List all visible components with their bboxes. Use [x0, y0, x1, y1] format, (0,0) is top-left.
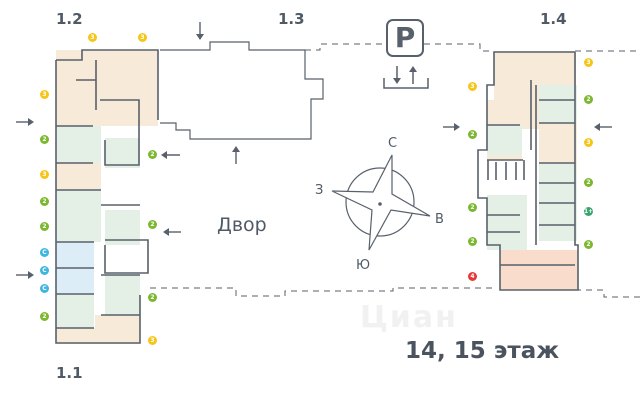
apartment-badge[interactable]: 2	[468, 130, 477, 139]
section-label-1-3: 1.3	[278, 10, 305, 28]
apartment-badge[interactable]: 2	[148, 293, 157, 302]
entrance-arrows	[16, 22, 612, 279]
building-1-3-outline	[160, 41, 324, 140]
site-boundary	[150, 43, 640, 298]
arrow-right-icon	[16, 271, 34, 279]
apartment-badge[interactable]: 2	[148, 150, 157, 159]
apartment-badge[interactable]: 3	[138, 33, 147, 42]
apartment-badge[interactable]: 3	[40, 170, 49, 179]
arrow-right-icon	[16, 118, 34, 126]
yard-label: Двор	[217, 214, 267, 236]
apartment-badge[interactable]: 3	[40, 90, 49, 99]
apartment-badge[interactable]: C	[40, 266, 49, 275]
apartment-badge[interactable]: C	[40, 284, 49, 293]
apartment-badge[interactable]: C	[40, 248, 49, 257]
arrow-right-icon	[443, 123, 460, 131]
compass-icon	[331, 154, 431, 251]
apartment-badge[interactable]: 3	[468, 82, 477, 91]
apartment-badge[interactable]: 2	[584, 178, 593, 187]
apartment-badge[interactable]: 2	[40, 135, 49, 144]
apartment-badge[interactable]: 2	[40, 197, 49, 206]
apartment-badge[interactable]: 3	[584, 58, 593, 67]
compass-south-label: Ю	[356, 258, 371, 273]
parking-access-icon	[383, 66, 429, 89]
building-1-1-1-2	[55, 49, 159, 344]
apartment-badge[interactable]: 3	[584, 138, 593, 147]
section-label-1-2: 1.2	[56, 10, 83, 28]
watermark: Циан	[360, 300, 458, 335]
arrow-left-icon	[161, 151, 180, 159]
apartment-badge[interactable]: 2	[468, 203, 477, 212]
apartment-badge[interactable]: 2	[584, 95, 593, 104]
arrow-left-icon	[594, 123, 612, 131]
apartment-badge[interactable]: 2	[40, 222, 49, 231]
apartment-badge[interactable]: 1+	[584, 207, 594, 216]
section-label-1-1: 1.1	[56, 364, 83, 382]
arrow-up-icon	[232, 146, 240, 164]
arrow-left-icon	[163, 228, 181, 236]
building-1-4	[477, 51, 579, 291]
apartment-badge[interactable]: 2	[148, 220, 157, 229]
compass-east-label: В	[435, 212, 444, 227]
apartment-badge[interactable]: 2	[468, 237, 477, 246]
apartment-badge[interactable]: 2	[584, 240, 593, 249]
floor-title: 14, 15 этаж	[405, 338, 560, 364]
apartment-badge[interactable]: 3	[148, 336, 157, 345]
parking-sign-icon: P	[386, 19, 424, 57]
arrow-down-icon	[196, 22, 204, 40]
apartment-badge[interactable]: 2	[40, 312, 49, 321]
compass-west-label: З	[315, 183, 324, 198]
apartment-badge[interactable]: 4	[468, 272, 477, 281]
apartment-badge[interactable]: 3	[88, 33, 97, 42]
compass-north-label: С	[388, 136, 398, 151]
section-label-1-4: 1.4	[540, 10, 567, 28]
